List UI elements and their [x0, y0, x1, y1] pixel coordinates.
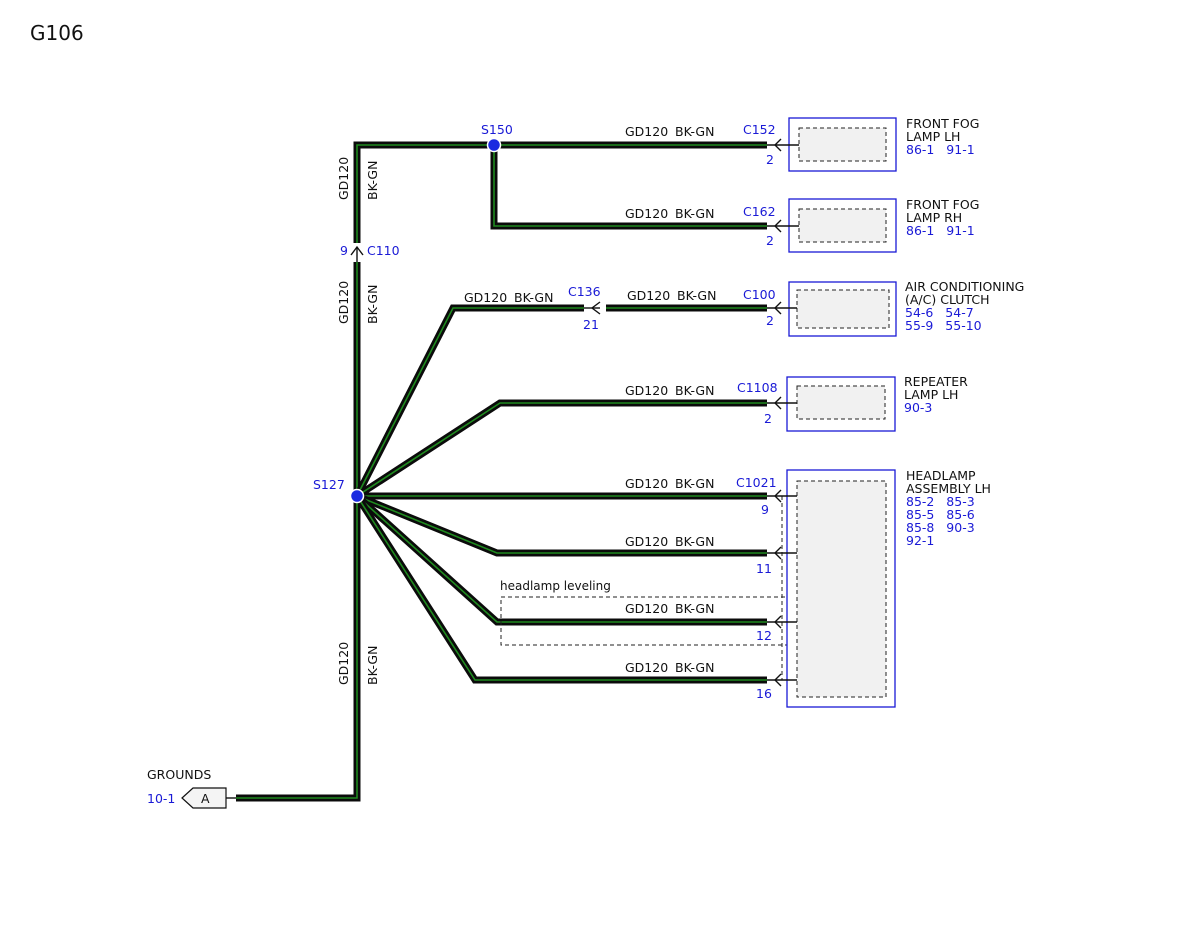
- connector-c1021-label: C1021: [736, 475, 777, 490]
- component-ref-line: 92-1: [906, 533, 934, 548]
- component-name-line: HEADLAMP: [906, 468, 976, 483]
- component-name-line: AIR CONDITIONING: [905, 279, 1024, 294]
- component-ac-clutch: C100 2 AIR CONDITIONING (A/C) CLUTCH 54-…: [743, 279, 1024, 337]
- wire-s127-to-c136: [353, 304, 584, 498]
- ground-ref: 10-1: [147, 791, 175, 806]
- component-ref-line: 85-8 90-3: [906, 520, 975, 535]
- splice-s150-label: S150: [481, 122, 513, 137]
- ground-label: GROUNDS: [147, 767, 211, 782]
- connector-pin-label: 2: [766, 313, 774, 328]
- wire-color-label: BK-GN: [677, 288, 716, 303]
- wire-s150-to-c162: [490, 145, 767, 230]
- connector-c152-label: C152: [743, 122, 776, 137]
- splice-s127-label: S127: [313, 477, 345, 492]
- connector-c100-label: C100: [743, 287, 776, 302]
- wire-code-label: GD120: [627, 288, 670, 303]
- wire-code-label: GD120: [625, 206, 668, 221]
- component-name-line: LAMP LH: [906, 129, 960, 144]
- inline-connector-c110: 9 C110: [340, 243, 400, 262]
- vertical-wire-labels: GD120 BK-GN GD120 BK-GN GD120 BK-GN: [336, 157, 380, 685]
- wire-code-label: GD120: [625, 601, 668, 616]
- component-ref-line: 86-1 91-1: [906, 223, 975, 238]
- connector-pin-label: 16: [756, 686, 772, 701]
- wire-color-label: BK-GN: [675, 534, 714, 549]
- wire-code-label: GD120: [625, 476, 668, 491]
- connector-pin-label: 2: [766, 233, 774, 248]
- component-name-line: LAMP RH: [906, 210, 962, 225]
- wire-code-label: GD120: [464, 290, 507, 305]
- component-ref-line: 85-2 85-3: [906, 494, 975, 509]
- wire-s127-to-c1108: [355, 399, 767, 499]
- wires: [236, 141, 767, 802]
- wire-color-label: BK-GN: [675, 383, 714, 398]
- wire-color-label: BK-GN: [365, 285, 380, 324]
- component-name-line: (A/C) CLUTCH: [905, 292, 989, 307]
- connector-pin-label: 2: [766, 152, 774, 167]
- component-name-line: LAMP LH: [904, 387, 958, 402]
- connector-pin-label: 11: [756, 561, 772, 576]
- option-label: headlamp leveling: [500, 579, 611, 593]
- wire-s127-to-c1021-pin16: [354, 494, 767, 684]
- component-name-line: ASSEMBLY LH: [906, 481, 991, 496]
- connector-pin-label: 12: [756, 628, 772, 643]
- wire-code-label: GD120: [625, 534, 668, 549]
- wire-color-label: BK-GN: [514, 290, 553, 305]
- wire-color-label: BK-GN: [675, 206, 714, 221]
- connector-c1108-label: C1108: [737, 380, 778, 395]
- ground-connector: GROUNDS 10-1 A: [147, 767, 236, 809]
- inline-connector-c136: C136 21: [568, 284, 601, 332]
- wire-color-label: BK-GN: [365, 161, 380, 200]
- wire-color-label: BK-GN: [675, 660, 714, 675]
- c110-label: C110: [367, 243, 400, 258]
- component-front-fog-lamp-rh: C162 2 FRONT FOG LAMP RH 86-1 91-1: [743, 197, 979, 253]
- component-name-line: FRONT FOG: [906, 197, 979, 212]
- c136-pin-label: 21: [583, 317, 599, 332]
- component-ref-line: 86-1 91-1: [906, 142, 975, 157]
- component-name-line: FRONT FOG: [906, 116, 979, 131]
- component-name-line: REPEATER: [904, 374, 968, 389]
- horizontal-wire-labels: GD120 BK-GN GD120 BK-GN GD120 BK-GN GD12…: [464, 124, 716, 675]
- component-ref-line: 85-5 85-6: [906, 507, 975, 522]
- wire-ground-trunk: [236, 496, 361, 802]
- connector-c162-label: C162: [743, 204, 776, 219]
- splices: S150 S127: [313, 122, 513, 504]
- wire-color-label: BK-GN: [675, 124, 714, 139]
- component-ref-line: 90-3: [904, 400, 932, 415]
- ground-connector-letter: A: [201, 791, 210, 806]
- wire-code-label: GD120: [625, 124, 668, 139]
- wire-code-label: GD120: [336, 642, 351, 685]
- wire-s127-to-c1021-pin11: [355, 492, 767, 557]
- splice-s150: [486, 137, 502, 153]
- wire-color-label: BK-GN: [365, 646, 380, 685]
- wire-color-label: BK-GN: [675, 476, 714, 491]
- wire-c110-to-s150: [353, 141, 494, 243]
- component-ref-line: 55-9 55-10: [905, 318, 982, 333]
- splice-s127: [349, 488, 365, 504]
- component-headlamp-assembly-lh: C1021 9 11 12 16 HEADLAMP ASSEMBLY LH 85…: [736, 468, 991, 708]
- wire-code-label: GD120: [336, 157, 351, 200]
- c136-label: C136: [568, 284, 601, 299]
- connector-pin-label: 9: [761, 502, 769, 517]
- connector-pin-label: 2: [764, 411, 772, 426]
- component-repeater-lamp-lh: C1108 2 REPEATER LAMP LH 90-3: [737, 374, 968, 432]
- wire-code-label: GD120: [625, 660, 668, 675]
- diagram-title: G106: [30, 21, 84, 45]
- wire-color-label: BK-GN: [675, 601, 714, 616]
- component-front-fog-lamp-lh: C152 2 FRONT FOG LAMP LH 86-1 91-1: [743, 116, 979, 172]
- wire-s127-to-c1021-pin12: [354, 493, 767, 626]
- wire-code-label: GD120: [336, 281, 351, 324]
- wire-code-label: GD120: [625, 383, 668, 398]
- c110-pin-label: 9: [340, 243, 348, 258]
- component-ref-line: 54-6 54-7: [905, 305, 974, 320]
